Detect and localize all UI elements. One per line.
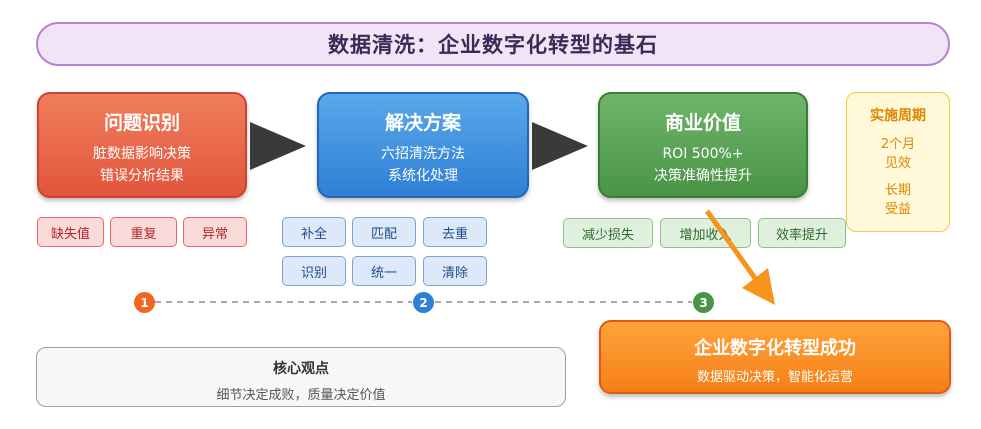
stage-value-heading: 商业价值 (664, 112, 741, 134)
solution-tag: 去重 (423, 217, 487, 247)
stage-problem-line-1: 脏数据影响决策 (93, 146, 191, 162)
stage-value-box: 商业价值 ROI 500%+ 决策准确性提升 (598, 92, 808, 198)
step-marker-1: 1 (134, 292, 155, 313)
period-line-1: 2个月 (880, 137, 916, 152)
arrow-right-icon (532, 122, 588, 170)
solution-tag: 匹配 (352, 217, 416, 247)
period-line-4: 受益 (884, 202, 911, 217)
value-tag: 减少损失 (563, 218, 653, 248)
arrow-right-icon (250, 122, 306, 170)
solution-tag: 补全 (282, 217, 346, 247)
stage-value-line-1: ROI 500%+ (662, 146, 744, 162)
period-box: 实施周期 2个月 见效 长期 受益 (846, 92, 950, 232)
stage-solution-line-1: 六招清洗方法 (381, 146, 465, 162)
problem-tag: 重复 (110, 217, 177, 247)
core-viewpoint-box: 核心观点 细节决定成败，质量决定价值 (36, 347, 566, 407)
title-banner: 数据清洗：企业数字化转型的基石 (36, 22, 950, 66)
stage-value-line-2: 决策准确性提升 (654, 168, 752, 184)
stage-problem-heading: 问题识别 (103, 112, 180, 134)
success-text: 数据驱动决策，智能化运营 (696, 370, 853, 385)
stage-problem-line-2: 错误分析结果 (100, 168, 184, 184)
problem-tag: 缺失值 (37, 217, 104, 247)
stage-solution-heading: 解决方案 (384, 112, 461, 134)
period-line-2: 见效 (884, 156, 911, 171)
step-marker-2: 2 (413, 292, 434, 313)
stage-solution-box: 解决方案 六招清洗方法 系统化处理 (317, 92, 529, 198)
solution-tag: 识别 (282, 256, 346, 286)
solution-tag: 清除 (423, 256, 487, 286)
core-text: 细节决定成败，质量决定价值 (216, 388, 386, 403)
step-marker-3: 3 (693, 292, 714, 313)
solution-tag: 统一 (352, 256, 416, 286)
core-heading: 核心观点 (273, 361, 329, 377)
page-title: 数据清洗：企业数字化转型的基石 (328, 33, 658, 57)
stage-solution-line-2: 系统化处理 (388, 168, 458, 184)
success-box: 企业数字化转型成功 数据驱动决策，智能化运营 (599, 320, 951, 394)
period-line-3: 长期 (884, 183, 911, 198)
value-tag: 效率提升 (758, 218, 846, 248)
stage-problem-box: 问题识别 脏数据影响决策 错误分析结果 (37, 92, 247, 198)
period-heading: 实施周期 (870, 108, 926, 124)
problem-tag: 异常 (183, 217, 247, 247)
success-heading: 企业数字化转型成功 (694, 338, 856, 359)
